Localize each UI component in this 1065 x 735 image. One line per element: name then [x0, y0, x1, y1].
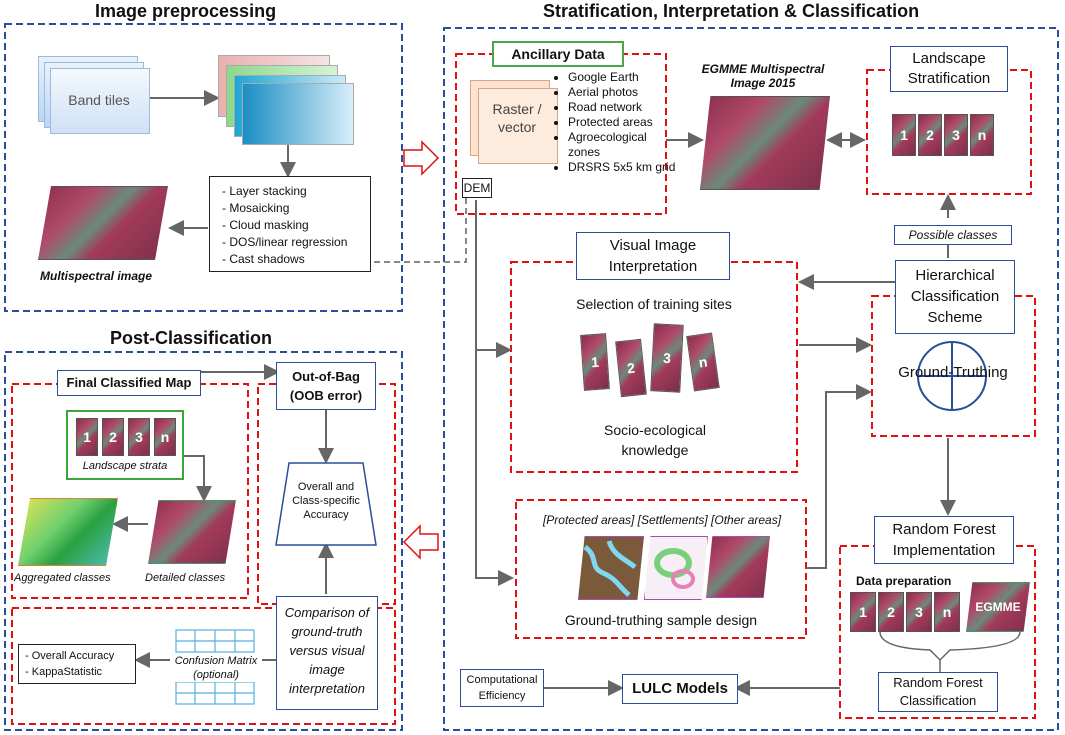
sample-design-label: Ground-truthing sample design — [564, 612, 758, 628]
metric-item: Overall Accuracy — [32, 648, 135, 664]
ancillary-item: Google Earth — [568, 70, 676, 85]
training-tile: 3 — [650, 323, 684, 393]
raster-vector-label: Raster / vector — [492, 101, 542, 135]
ancillary-item: Agroecological zones — [568, 130, 676, 160]
computational-efficiency-box: Computational Efficiency — [460, 669, 544, 707]
ancillary-items-list: Google Earth Aerial photos Road network … — [556, 70, 676, 175]
step-item: Mosaicking — [229, 200, 370, 217]
strata-tile: n — [154, 418, 176, 456]
confusion-matrix-label: Confusion Matrix (optional) — [170, 654, 262, 682]
post-frame — [4, 351, 403, 731]
training-sites-label: Selection of training sites — [576, 296, 732, 312]
ground-truthing-label: Ground-Truthing — [898, 364, 1008, 381]
strata-tile: 3 — [128, 418, 150, 456]
lulc-models-box: LULC Models — [622, 674, 738, 704]
rf-egmme-tile: EGMME — [966, 582, 1030, 632]
multispectral-image-thumb — [38, 186, 168, 260]
rf-classification-box: Random Forest Classification — [878, 672, 998, 712]
possible-classes-label: Possible classes — [894, 225, 1012, 245]
socio-ecological-label: Socio-ecological knowledge — [604, 422, 706, 458]
stratum-tile: n — [970, 114, 994, 156]
landscape-stratification-box: Landscape Stratification — [890, 46, 1008, 92]
rf-input-tiles: 1 2 3 n EGMME — [850, 582, 1030, 636]
random-forest-box: Random Forest Implementation — [874, 516, 1014, 564]
band-tiles-stack: Band tiles — [38, 56, 150, 134]
stratum-tile: 2 — [918, 114, 942, 156]
stacked-bands-icon — [218, 55, 358, 145]
other-areas-map — [706, 536, 770, 598]
raster-vector-stack: Raster / vector — [470, 80, 560, 170]
aggregated-classes-map — [18, 498, 118, 566]
preprocessing-steps-list: Layer stacking Mosaicking Cloud masking … — [210, 183, 370, 268]
strata-tiles: 1 2 3 n — [892, 114, 1022, 164]
training-tile: 2 — [615, 338, 647, 398]
preprocessing-steps-box: Layer stacking Mosaicking Cloud masking … — [209, 176, 371, 272]
section-title-preprocessing: Image preprocessing — [95, 1, 277, 21]
ancillary-item: Protected areas — [568, 115, 676, 130]
sample-areas-label: [Protected areas] [Settlements] [Other a… — [542, 513, 782, 527]
accuracy-label: Overall and Class-specific Accuracy — [292, 481, 360, 521]
step-item: Cloud masking — [229, 217, 370, 234]
step-item: Cast shadows — [229, 251, 370, 268]
hierarchical-scheme-box: Hierarchical Classification Scheme — [895, 260, 1015, 334]
detailed-classes-map — [148, 500, 236, 564]
stratum-tile: 1 — [892, 114, 916, 156]
band-tiles-label: Band tiles — [68, 92, 130, 108]
rf-tile: 2 — [878, 592, 904, 632]
ancillary-item: Road network — [568, 100, 676, 115]
strata-tile: 2 — [102, 418, 124, 456]
training-tile: 1 — [580, 333, 610, 391]
data-preparation-label: Data preparation — [856, 574, 952, 588]
preprocessing-frame — [4, 23, 403, 312]
step-item: DOS/linear regression — [229, 234, 370, 251]
section-title-post: Post-Classification — [110, 328, 273, 348]
detailed-classes-caption: Detailed classes — [145, 572, 226, 584]
final-map-box: Final Classified Map — [57, 370, 201, 396]
ancillary-data-title: Ancillary Data — [492, 41, 624, 67]
ancillary-item: DRSRS 5x5 km grid — [568, 160, 676, 175]
step-item: Layer stacking — [229, 183, 370, 200]
sample-design-images — [578, 536, 778, 602]
training-site-tiles: 1 2 3 n — [580, 322, 732, 402]
rf-tile: 1 — [850, 592, 876, 632]
rf-tile: n — [934, 592, 960, 632]
multispectral-image-caption: Multispectral image — [40, 269, 153, 283]
section-title-stratification: Stratification, Interpretation & Classif… — [543, 1, 920, 21]
stratification-frame — [443, 27, 1059, 731]
egmme-image-caption: EGMME Multispectral Image 2015 — [701, 62, 825, 90]
metric-item: KappaStatistic — [32, 664, 135, 680]
visual-interpretation-box: Visual Image Interpretation — [576, 232, 730, 280]
strata-tile: 1 — [76, 418, 98, 456]
settlements-map — [644, 536, 708, 600]
landscape-strata-caption: Landscape strata — [82, 460, 168, 472]
training-tile: n — [686, 332, 720, 392]
dem-label: DEM — [462, 178, 492, 198]
accuracy-box: Overall and Class-specific Accuracy — [275, 462, 377, 546]
metrics-box: Overall Accuracy KappaStatistic — [18, 644, 136, 684]
rf-tile: 3 — [906, 592, 932, 632]
ancillary-item: Aerial photos — [568, 85, 676, 100]
landscape-strata-panel: 1 2 3 n Landscape strata — [66, 410, 184, 480]
comparison-box: Comparison of ground-truth versus visual… — [276, 596, 378, 710]
egmme-image-thumb — [700, 96, 830, 190]
stratum-tile: 3 — [944, 114, 968, 156]
protected-areas-map — [578, 536, 644, 600]
oob-error-box: Out-of-Bag (OOB error) — [276, 362, 376, 410]
aggregated-classes-caption: Aggregated classes — [14, 572, 111, 584]
